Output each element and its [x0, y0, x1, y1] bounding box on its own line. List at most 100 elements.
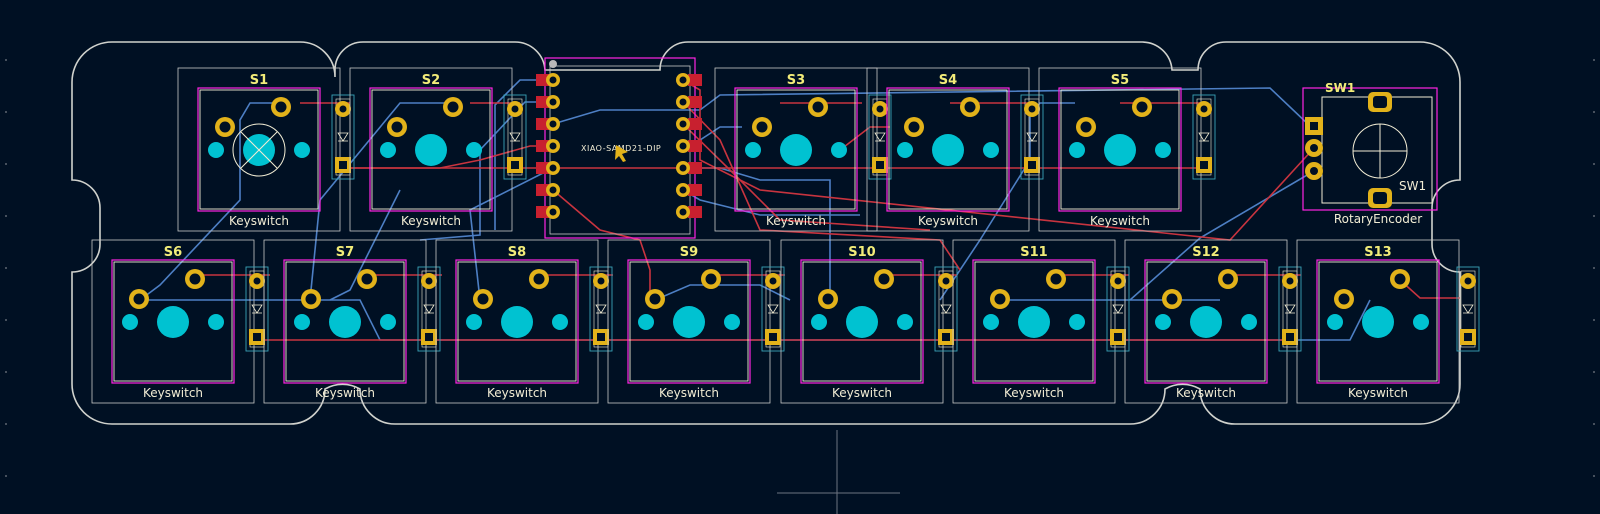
mcu-pins: [536, 60, 702, 219]
diode-footprint[interactable]: [1106, 266, 1130, 352]
diode-footprint[interactable]: [934, 266, 958, 352]
encoder-ref-top: SW1: [1325, 81, 1355, 95]
origin-crosshair: [777, 430, 900, 514]
diode-footprint[interactable]: [761, 266, 785, 352]
switch-ref: S13: [1364, 245, 1391, 260]
footprints-layer: S1KeyswitchS2KeyswitchS3KeyswitchS4Keysw…: [91, 67, 1480, 404]
side-hole: [1155, 142, 1171, 158]
center-hole: [1362, 306, 1394, 338]
fab-outline: [455, 259, 579, 384]
fab-outline: [1144, 259, 1268, 384]
center-hole: [1104, 134, 1136, 166]
silk-outline: [371, 89, 491, 210]
switch-value: Keyswitch: [918, 214, 978, 228]
side-hole: [638, 314, 654, 330]
diode-footprint[interactable]: [417, 266, 441, 352]
switch-value: Keyswitch: [1176, 386, 1236, 400]
fab-outline: [734, 87, 858, 212]
center-hole: [1190, 306, 1222, 338]
switch-value: Keyswitch: [143, 386, 203, 400]
side-hole: [122, 314, 138, 330]
side-hole: [552, 314, 568, 330]
switch-value: Keyswitch: [401, 214, 461, 228]
side-hole: [380, 314, 396, 330]
side-hole: [897, 142, 913, 158]
courtyard-outline: [780, 239, 944, 404]
courtyard-outline: [952, 239, 1116, 404]
fab-outline: [800, 259, 924, 384]
mcu-footprint[interactable]: XIAO-SAMD21-DIP: [536, 57, 702, 239]
silk-outline: [1060, 89, 1180, 210]
diode-footprint[interactable]: [1456, 266, 1480, 352]
center-hole: [415, 134, 447, 166]
fab-outline: [369, 87, 493, 212]
silk-outline: [736, 89, 856, 210]
diode-footprint[interactable]: [245, 266, 269, 352]
center-hole: [673, 306, 705, 338]
fab-outline: [111, 259, 235, 384]
switch-value: Keyswitch: [1348, 386, 1408, 400]
switch-ref: S11: [1020, 245, 1047, 260]
switch-ref: S3: [787, 73, 805, 88]
side-hole: [294, 314, 310, 330]
diode-footprint[interactable]: [1020, 94, 1044, 180]
courtyard-outline: [607, 239, 771, 404]
courtyard-outline: [91, 239, 255, 404]
side-hole: [1327, 314, 1343, 330]
switch-value: Keyswitch: [766, 214, 826, 228]
side-hole: [380, 142, 396, 158]
rotary-encoder-footprint[interactable]: SW1 SW1 RotaryEncoder: [1302, 81, 1438, 226]
fab-outline: [1058, 87, 1182, 212]
side-hole: [208, 142, 224, 158]
silk-outline: [113, 261, 233, 382]
switch-ref: S9: [680, 245, 698, 260]
encoder-value: RotaryEncoder: [1334, 212, 1422, 226]
fab-outline: [627, 259, 751, 384]
center-hole: [501, 306, 533, 338]
courtyard-outline: [714, 67, 878, 232]
fab-outline: [197, 87, 321, 212]
side-hole: [1069, 142, 1085, 158]
back-copper-tracks: [139, 79, 1371, 341]
silk-outline: [802, 261, 922, 382]
side-hole: [466, 142, 482, 158]
silk-outline: [1146, 261, 1266, 382]
courtyard-outline: [1124, 239, 1288, 404]
side-hole: [831, 142, 847, 158]
diode-footprint[interactable]: [1278, 266, 1302, 352]
switch-value: Keyswitch: [229, 214, 289, 228]
courtyard-outline: [435, 239, 599, 404]
board-edge-outline: [71, 41, 1461, 425]
silk-outline: [457, 261, 577, 382]
switch-ref: S8: [508, 245, 526, 260]
courtyard-outline: [1296, 239, 1460, 404]
courtyard-outline: [349, 67, 513, 232]
diode-footprint[interactable]: [331, 94, 355, 180]
switch-value: Keyswitch: [487, 386, 547, 400]
silk-outline: [888, 89, 1008, 210]
courtyard-outline: [263, 239, 427, 404]
grid-dots: [5, 59, 1595, 477]
center-hole: [329, 306, 361, 338]
diode-footprint[interactable]: [868, 94, 892, 180]
diode-footprint[interactable]: [1192, 94, 1216, 180]
diode-footprint[interactable]: [589, 266, 613, 352]
switch-ref: S2: [422, 73, 440, 88]
silk-outline: [199, 89, 319, 210]
diode-footprint[interactable]: [503, 94, 527, 180]
encoder-ref-right: SW1: [1399, 179, 1426, 193]
